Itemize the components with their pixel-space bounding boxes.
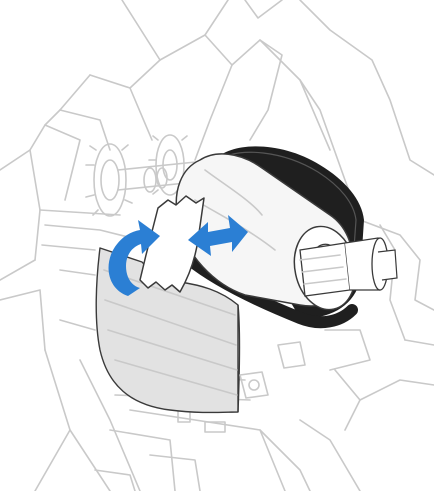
double-arrow-icon — [188, 215, 248, 256]
paper-guide-pivots — [239, 341, 306, 399]
leader-tape — [139, 195, 205, 293]
curved-arrow-icon — [108, 220, 160, 296]
paper-roll — [175, 153, 398, 311]
